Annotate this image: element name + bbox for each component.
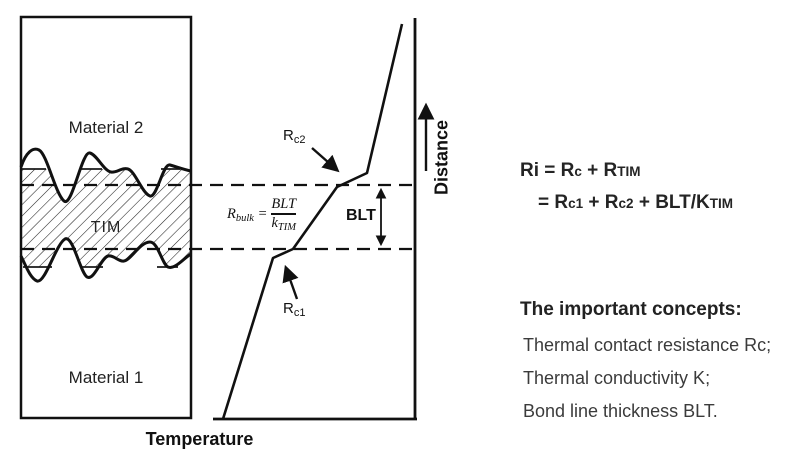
rc1-label: Rc1 [283, 300, 305, 319]
rbulk-lhs: Rbulk = [227, 205, 268, 224]
upper-rough-interface [19, 147, 192, 203]
rc1-base: R [283, 300, 294, 317]
material2-label: Material 2 [68, 118, 144, 137]
distance-axis-label: Distance [431, 119, 452, 196]
rbulk-fraction: BLT kTIM [271, 196, 297, 233]
tim-hatched-region [21, 169, 191, 267]
rc2-label: Rc2 [283, 127, 305, 146]
resistance-equation-line1: Ri = Rc + RTIM [520, 160, 641, 181]
rc1-pointer-arrow [282, 264, 299, 300]
material1-label: Material 1 [68, 368, 144, 387]
rbulk-formula: Rbulk = BLT kTIM [227, 196, 297, 233]
rc2-subscript: c2 [293, 134, 306, 146]
material-stack-outline [19, 15, 193, 420]
rbulk-denominator: kTIM [271, 214, 296, 233]
rc2-base: R [283, 127, 294, 144]
rc2-pointer-arrow [311, 147, 340, 173]
concept-item-k: Thermal conductivity K; [523, 368, 711, 388]
blt-span-label: BLT [346, 207, 376, 224]
rbulk-numerator: BLT [271, 196, 297, 212]
fraction-bar [271, 213, 297, 215]
temperature-profile-curve [221, 23, 404, 420]
lower-rough-interface [19, 237, 192, 283]
concept-item-rc: Thermal contact resistance Rc; [523, 335, 772, 355]
concept-item-blt: Bond line thickness BLT. [523, 401, 718, 421]
temperature-axis-label: Temperature [145, 429, 254, 449]
rc1-subscript: c1 [293, 307, 306, 319]
material2-bulk-mask [21, 128, 191, 202]
resistance-equation-line2: = Rc1 + Rc2 + BLT/KTIM [538, 192, 733, 213]
concepts-title: The important concepts: [520, 299, 742, 320]
tim-label: TIM [90, 219, 122, 236]
material1-bulk-mask [21, 238, 191, 302]
